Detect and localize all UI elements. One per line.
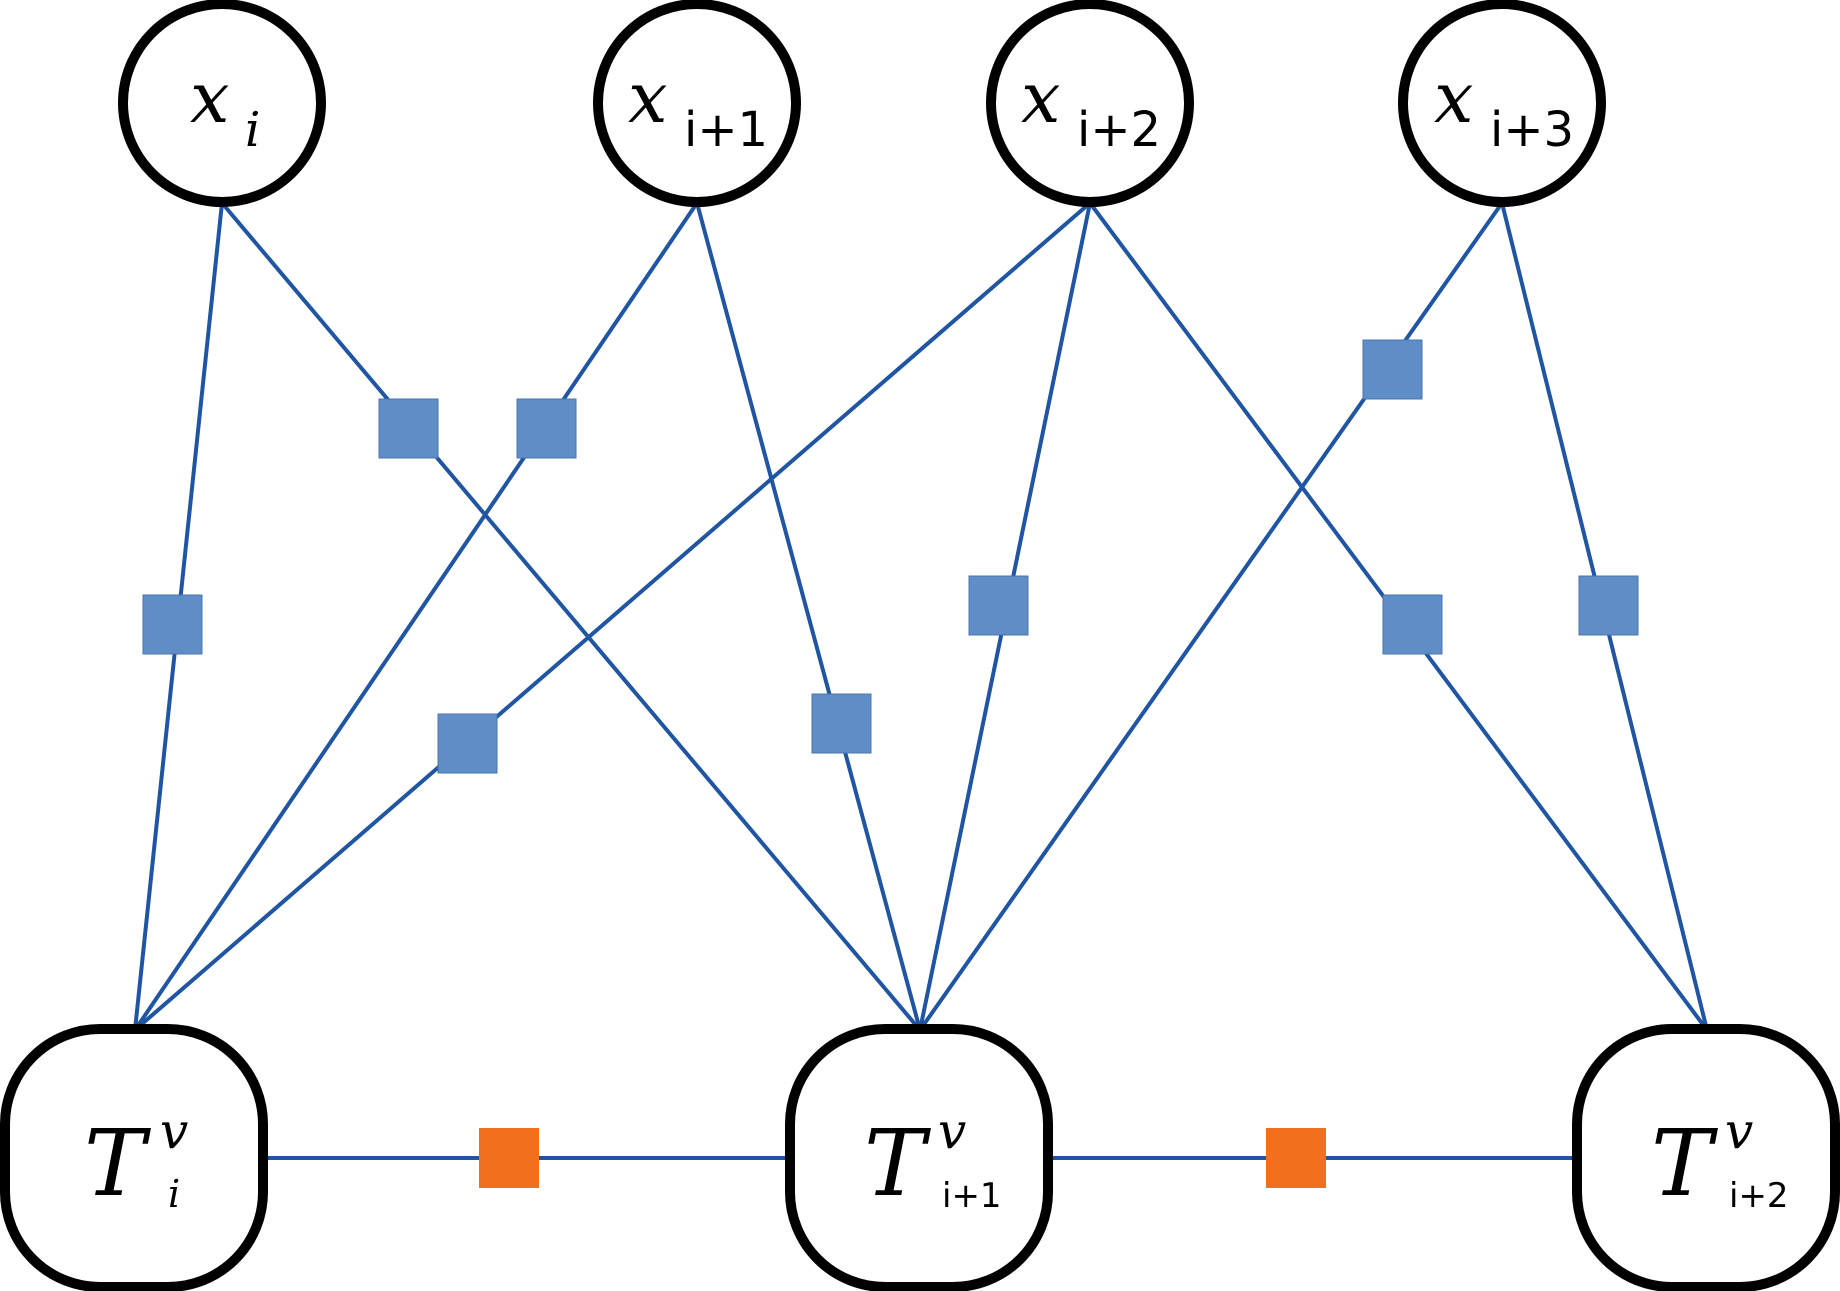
observation-factor [968,575,1029,636]
observed-node-circle [986,0,1194,207]
node-symbol: T [1651,1110,1718,1217]
node-subscript: i+2 [1729,1176,1789,1216]
observation-edges [133,201,1709,1032]
node-subscript: i+2 [1077,102,1161,158]
hidden-node-box [785,1024,1053,1291]
node-x_i2: x i+2 [986,0,1194,207]
hidden-node-box [1572,1024,1840,1291]
edge-x_i1-T_i [133,201,699,1032]
observation-factor [1362,339,1423,400]
observed-node-circle [593,0,801,207]
node-x_i3: x i+3 [1398,0,1606,207]
node-symbol: x [190,57,229,139]
node-symbol: x [1434,57,1473,139]
observation-factor [811,693,872,754]
node-T_i: T v i [0,1024,268,1291]
transition-factors [479,1128,1326,1188]
node-symbol: T [864,1110,931,1217]
node-subscript: i+1 [942,1176,1002,1216]
hidden-node-box [0,1024,268,1291]
node-symbol: x [1021,57,1060,139]
edge-x_i2-T_i [133,201,1092,1032]
node-subscript: i+1 [684,102,768,158]
observation-factor [516,398,577,459]
node-superscript: v [160,1102,188,1160]
observed-node-circle [1398,0,1606,207]
edge-x_i-T_i1 [220,201,922,1032]
edge-x_i1-T_i1 [695,202,922,1031]
node-x_i1: x i+1 [593,0,801,207]
transition-factor [1266,1128,1326,1188]
node-symbol: T [84,1110,151,1217]
node-T_i2: T v i+2 [1572,1024,1840,1291]
node-subscript: i+3 [1490,102,1574,158]
node-x_i: x i [118,0,326,207]
observation-factor [1578,575,1639,636]
observation-factor [1382,594,1443,655]
node-superscript: v [1725,1102,1753,1160]
node-symbol: x [628,57,667,139]
observation-factors [142,339,1639,774]
observation-factor [378,398,439,459]
node-subscript: i [245,102,260,158]
transition-factor [479,1128,539,1188]
observation-factor [142,594,203,655]
observation-factor [437,713,498,774]
node-T_i1: T v i+1 [785,1024,1053,1291]
observed-node-circle [118,0,326,207]
node-superscript: v [938,1102,966,1160]
node-subscript: i [168,1172,180,1216]
